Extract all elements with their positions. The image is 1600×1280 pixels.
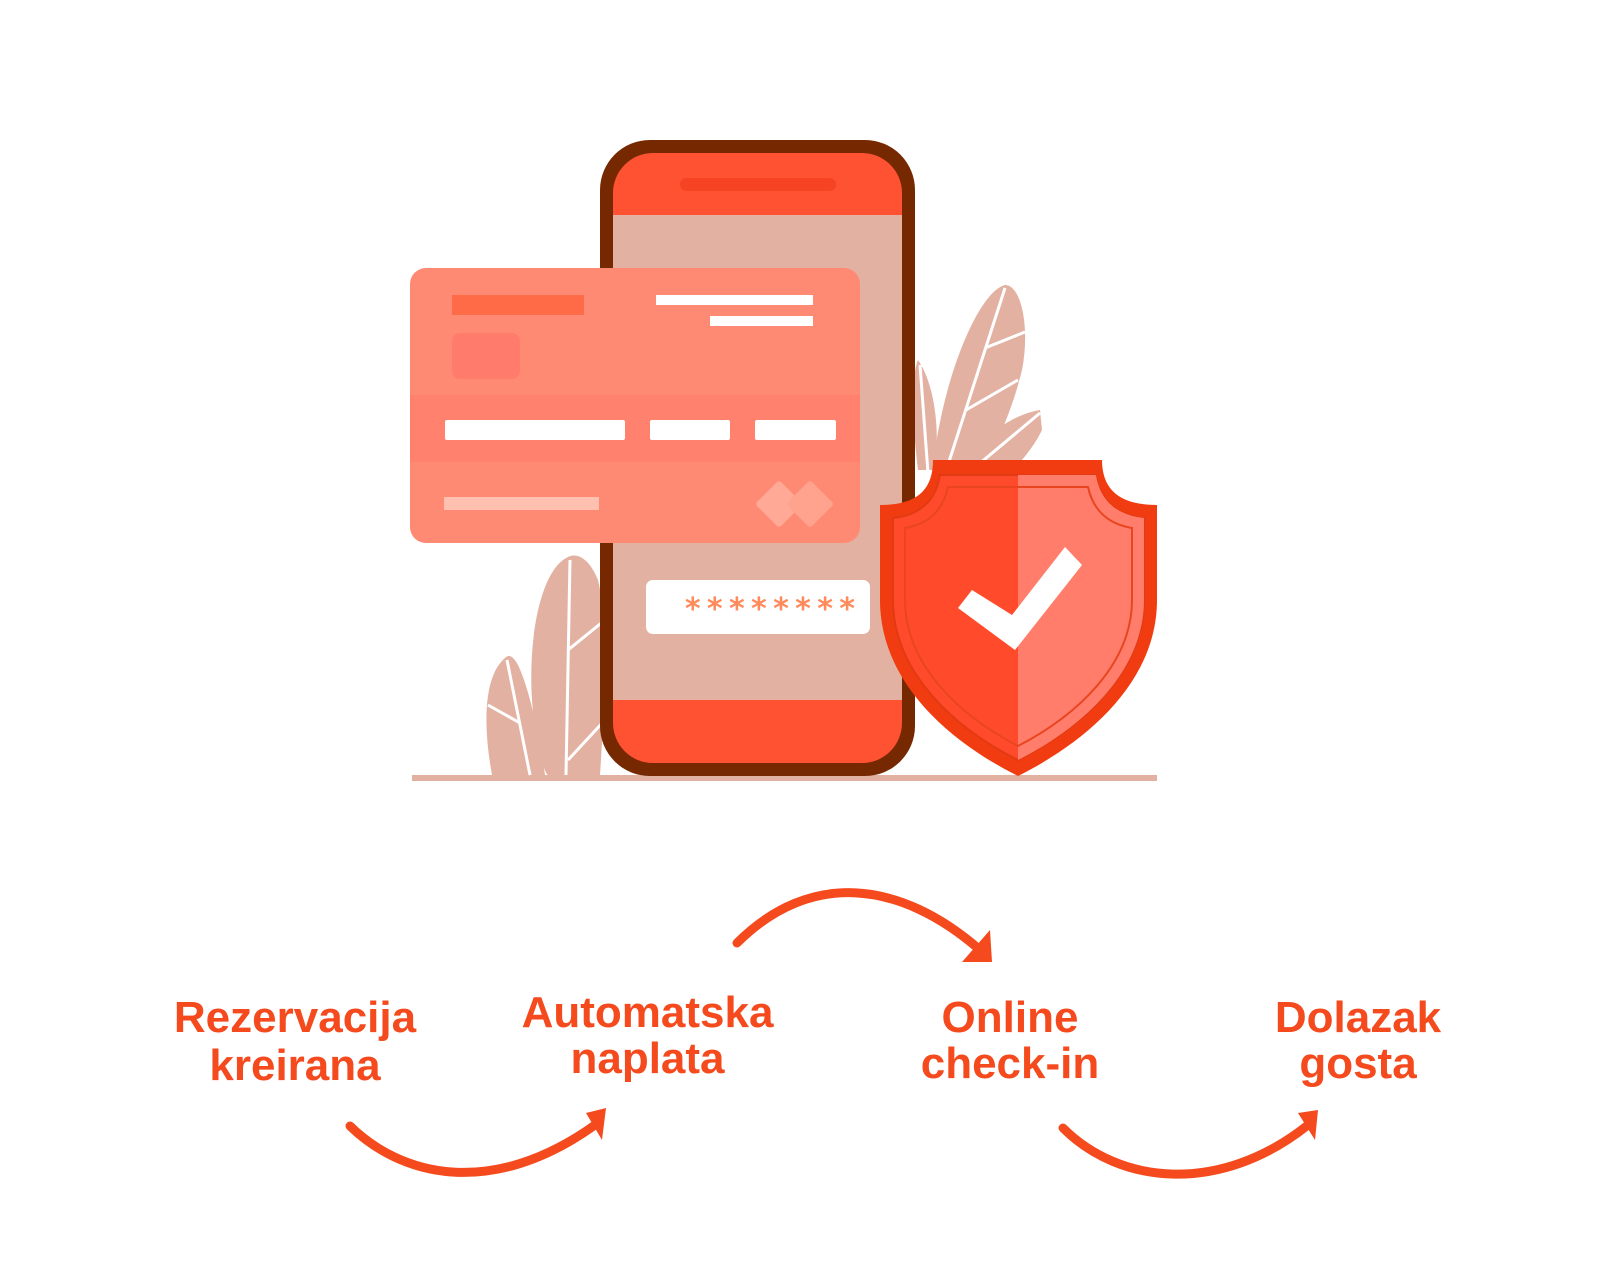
password-field [646, 580, 870, 634]
card-chip [452, 333, 520, 379]
left-leaves-icon [486, 555, 607, 776]
credit-card-icon [410, 268, 860, 543]
step-4-line-1: Dolazak [1274, 993, 1442, 1042]
arrow-step2-to-step3 [732, 888, 985, 955]
flow-step-automatic-payment: Automatska naplata [505, 990, 790, 1082]
ground-line [412, 775, 1157, 781]
arrowhead-1-icon [586, 1108, 606, 1140]
shield-check-icon [880, 460, 1157, 776]
password-mask: ******** [683, 592, 861, 627]
flow-step-online-checkin: Online check-in [900, 995, 1120, 1087]
step-3-line-1: Online [941, 993, 1079, 1042]
flow-step-guest-arrival: Dolazak gosta [1258, 995, 1458, 1087]
step-3-line-2: check-in [920, 1039, 1100, 1088]
arrowhead-2-icon [962, 930, 992, 962]
step-2-line-1: Automatska [521, 988, 774, 1037]
arrow-step3-to-step4 [1058, 1120, 1313, 1179]
arrowheads [586, 930, 1318, 1140]
card-logo-icon [756, 481, 833, 527]
step-1-line-2: kreirana [209, 1041, 381, 1090]
flow-step-reservation-created: Rezervacija kreirana [160, 995, 430, 1089]
checkmark-icon [958, 547, 1082, 650]
step-4-line-2: gosta [1299, 1039, 1417, 1088]
step-1-line-1: Rezervacija [173, 993, 417, 1042]
phone-speaker [680, 178, 836, 191]
arrow-step1-to-step2 [345, 1120, 600, 1177]
arrowhead-3-icon [1298, 1110, 1318, 1140]
step-2-line-2: naplata [570, 1034, 725, 1083]
flow-arrows [345, 888, 1313, 1179]
